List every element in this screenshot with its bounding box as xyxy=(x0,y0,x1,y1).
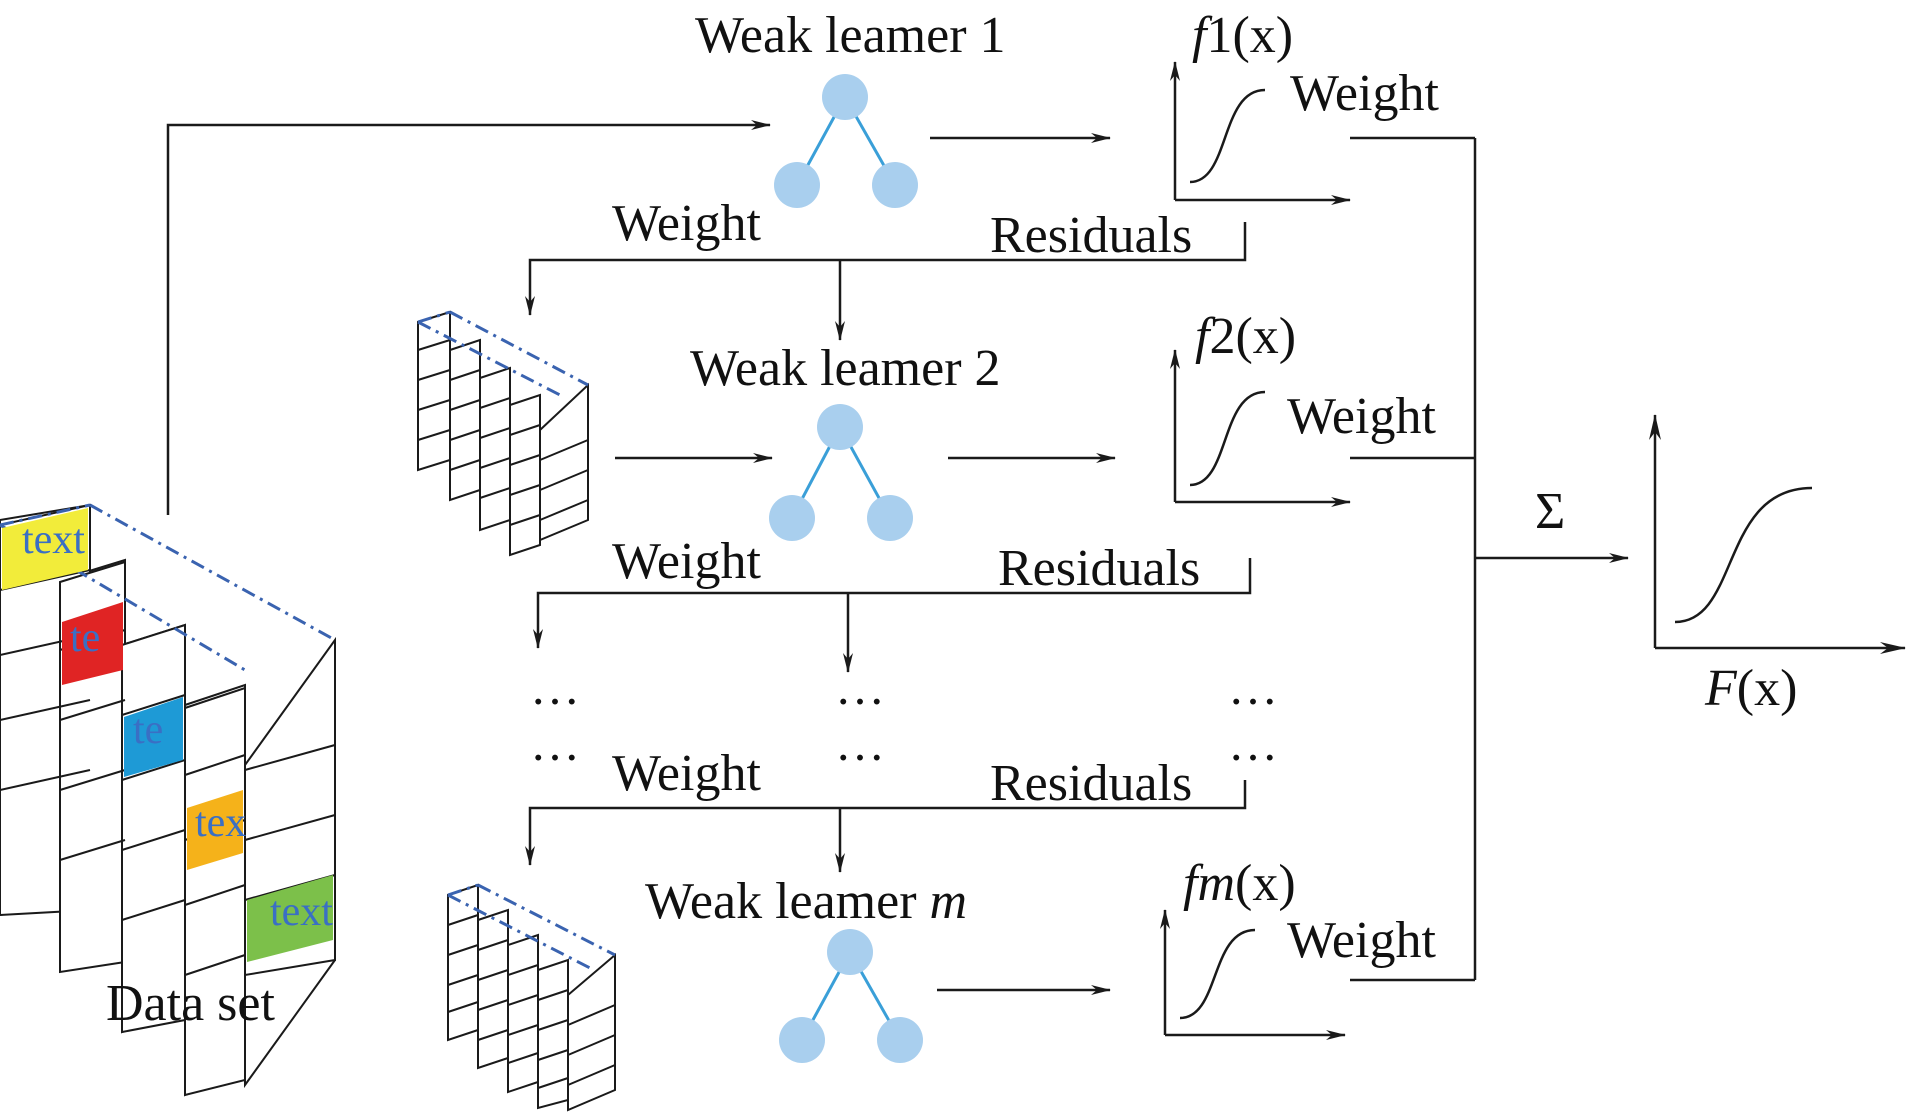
f2-label: f2(x) xyxy=(1195,308,1296,365)
dataset-cell-4: tex xyxy=(187,790,246,870)
learnerm-tree-icon xyxy=(779,929,923,1063)
datasetm-grid xyxy=(447,883,616,1112)
ellipsis-group: … … … … … … xyxy=(530,659,1278,771)
feedback3-to-data-arrow xyxy=(525,780,1247,866)
output-plot xyxy=(1649,414,1906,654)
feedback1-weight-label: Weight xyxy=(612,195,761,252)
sum-symbol: Σ xyxy=(1535,483,1565,540)
f2-plot xyxy=(1170,349,1351,507)
output-label: F(x) xyxy=(1704,660,1797,717)
learner1-tree-icon xyxy=(774,74,918,208)
learner2-title: Weak leamer 2 xyxy=(690,340,1001,397)
f1-weight-label: Weight xyxy=(1290,65,1439,122)
feedback2-residuals-label: Residuals xyxy=(998,540,1200,597)
dataset-cell-2-text: te xyxy=(70,615,100,661)
ellipsis-4: … xyxy=(530,715,580,771)
feedback3-weight-label: Weight xyxy=(612,745,761,802)
dataset2-dash-c xyxy=(417,320,561,397)
dataset-grid: text te te tex text xyxy=(0,503,336,1097)
dataset2-grid xyxy=(417,310,589,557)
feedback2-weight-label: Weight xyxy=(612,533,761,590)
f1-label: f1(x) xyxy=(1192,7,1293,64)
dataset2-dash-a xyxy=(417,310,451,324)
learner1-title: Weak leamer 1 xyxy=(695,7,1006,64)
fm-label: fm(x) xyxy=(1183,855,1296,912)
feedback2-to-data-arrow xyxy=(533,558,1252,649)
dataset-cell-5-text: text xyxy=(270,889,333,935)
feedback3-residuals-label: Residuals xyxy=(990,755,1192,812)
dataset-cell-4-text: tex xyxy=(195,800,246,846)
feedback1-to-data-arrow xyxy=(525,222,1247,316)
dataset-cell-3: te xyxy=(124,697,183,777)
datasetm-dash-a xyxy=(447,883,479,897)
dataset2-dash-b xyxy=(449,310,589,387)
ellipsis-2: … xyxy=(835,659,885,715)
dataset-label: Data set xyxy=(106,975,275,1032)
dataset-to-learner1-arrow xyxy=(166,120,771,515)
ellipsis-3: … xyxy=(1228,659,1278,715)
feedback1-residuals-label: Residuals xyxy=(990,207,1192,264)
dataset-cell-5: text xyxy=(247,875,333,962)
datasetm-dash-b xyxy=(477,883,616,957)
ellipsis-1: … xyxy=(530,659,580,715)
dataset-cell-1: text xyxy=(2,508,88,590)
fm-weight-label: Weight xyxy=(1287,912,1436,969)
fm-plot xyxy=(1160,909,1346,1040)
dataset-cell-2: te xyxy=(62,602,123,685)
ellipsis-6: … xyxy=(1228,715,1278,771)
aggregation-lines xyxy=(1350,136,1477,982)
learnerm-title: Weak leamer m xyxy=(645,873,967,930)
f1-plot xyxy=(1170,61,1351,205)
f2-weight-label: Weight xyxy=(1287,388,1436,445)
dataset-cell-3-text: te xyxy=(133,707,163,753)
dataset-cell-1-text: text xyxy=(22,517,85,563)
datasetm-dash-c xyxy=(447,893,591,970)
learner2-tree-icon xyxy=(769,404,913,541)
ellipsis-5: … xyxy=(835,715,885,771)
